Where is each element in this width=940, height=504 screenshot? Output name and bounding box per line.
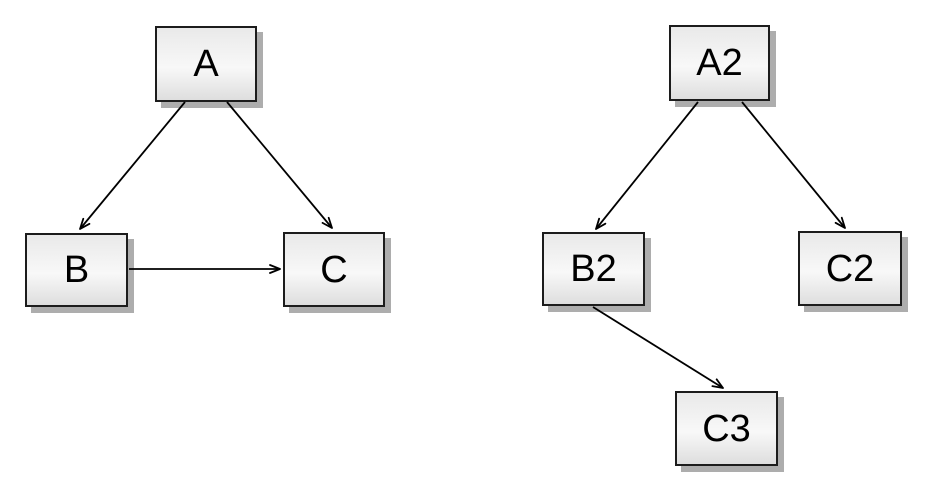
node-label-C: C: [320, 248, 348, 291]
node-label-A2: A2: [696, 42, 743, 84]
edge-A2-B2: [595, 101, 699, 230]
node-label-C2: C2: [825, 247, 875, 290]
node-A2: A2: [669, 25, 770, 101]
node-label-B: B: [63, 249, 90, 291]
node-label-C3: C3: [702, 407, 751, 450]
edges-group: [79, 101, 846, 389]
node-B: B: [25, 233, 128, 307]
node-A: A: [155, 26, 257, 102]
node-label-B2: B2: [570, 248, 617, 290]
node-C3: C3: [675, 391, 778, 466]
edge-A2-C2: [741, 101, 846, 229]
node-label-A: A: [193, 43, 219, 85]
edge-A-B: [79, 101, 186, 230]
node-B2: B2: [542, 232, 645, 306]
node-C: C: [283, 232, 385, 307]
edge-B2-C3: [592, 306, 724, 389]
node-C2: C2: [798, 231, 902, 306]
edge-A-C: [226, 101, 333, 229]
